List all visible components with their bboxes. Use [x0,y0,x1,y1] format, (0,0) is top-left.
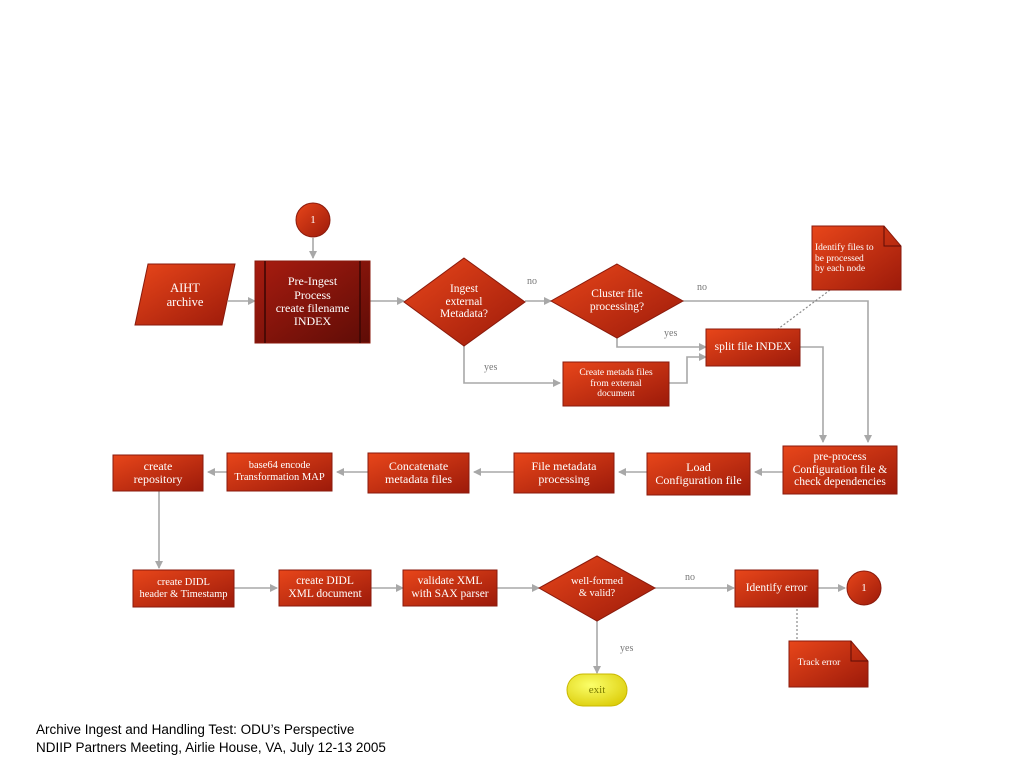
identify-files-annotation [811,225,902,291]
edge-label-no-wellformed: no [685,572,695,583]
create-didl-header-node [132,569,235,608]
validate-xml-node [402,569,498,607]
create-didl-xml-node [278,569,372,607]
file-metadata-node [513,452,615,494]
edge-ingest-yes-to-create-metadata [463,346,561,387]
edge-cluster-yes-to-split [616,338,707,351]
well-formed-decision [537,555,657,622]
edge-label-yes-cluster: yes [664,328,678,339]
edge-split-to-preprocess [800,346,827,443]
ingest-external-decision [403,257,526,347]
edge-annotation-identify-files [777,289,831,330]
edge-label-yes-wellformed: yes [620,643,634,654]
connector-1-right [846,570,882,606]
edge-create-metadata-to-split [669,353,707,384]
cluster-file-decision [549,263,685,339]
create-repository-node [112,454,204,492]
split-file-index-node [705,328,801,367]
base64-node [226,452,333,492]
connector-1-top [295,202,331,238]
pre-ingest-process-node [254,260,371,344]
footer-title: Archive Ingest and Handling Test: ODU’s … [36,722,355,737]
edge-label-no-cluster: no [697,282,707,293]
track-error-annotation [788,640,869,688]
create-metadata-node [562,361,670,407]
aiht-archive-node [134,263,236,326]
load-config-node [646,452,751,496]
edge-label-yes-ingest: yes [484,362,498,373]
pre-process-node [782,445,898,495]
exit-terminator [566,673,628,707]
identify-error-node [734,569,819,608]
footer-subtitle: NDIIP Partners Meeting, Airlie House, VA… [36,740,386,755]
edge-cluster-no-to-preprocess [683,300,872,443]
edge-label-no-ingest: no [527,276,537,287]
concatenate-node [367,452,470,494]
